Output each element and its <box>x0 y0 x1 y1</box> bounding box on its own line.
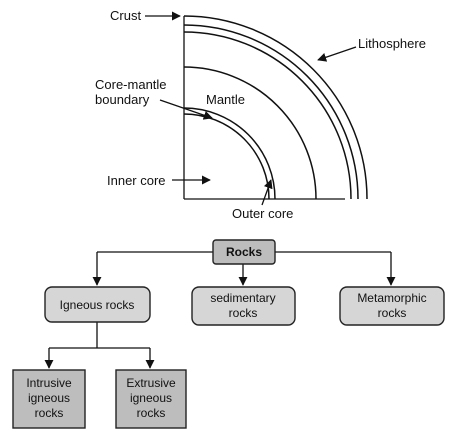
core-mantle-boundary-label-line2: boundary <box>95 92 150 107</box>
mantle-inner-arc <box>183 66 317 200</box>
intrusive-label-line1: Intrusive <box>26 376 72 390</box>
rocks-label: Rocks <box>226 245 262 259</box>
sedimentary-label-line1: sedimentary <box>210 291 275 305</box>
mantle-label: Mantle <box>206 92 245 107</box>
metamorphic-box <box>339 286 445 326</box>
earth-quadrant <box>183 15 368 200</box>
extrusive-label-line1: Extrusive <box>126 376 176 390</box>
core-mantle-boundary-arrow <box>159 99 213 120</box>
metamorphic-label-line2: rocks <box>378 306 407 320</box>
outer-core-arc <box>183 113 270 200</box>
outer-core-arrow <box>261 179 273 206</box>
rocks-box <box>212 239 276 265</box>
igneous-node: Igneous rocks <box>44 286 151 323</box>
sedimentary-label-line2: rocks <box>229 306 258 320</box>
core-mantle-boundary-arc <box>183 107 276 200</box>
inner-core-label: Inner core <box>107 173 166 188</box>
rock-tree-connectors <box>44 251 396 369</box>
lithosphere-label: Lithosphere <box>358 36 426 51</box>
metamorphic-node: Metamorphic rocks <box>339 286 445 326</box>
lithosphere-arc-inner <box>183 31 352 200</box>
igneous-box <box>44 286 151 323</box>
lithosphere-arrow <box>317 46 357 62</box>
extrusive-node: Extrusive igneous rocks <box>115 369 187 429</box>
metamorphic-label-line1: Metamorphic <box>357 291 426 305</box>
earth-labels: Crust Lithosphere Core-mantle boundary M… <box>95 8 426 221</box>
intrusive-label-line2: igneous <box>28 391 70 405</box>
rocks-node: Rocks <box>212 239 276 265</box>
igneous-label: Igneous rocks <box>60 298 135 312</box>
sedimentary-node: sedimentary rocks <box>191 286 296 326</box>
extrusive-label-line3: rocks <box>137 406 166 420</box>
sedimentary-box <box>191 286 296 326</box>
extrusive-box <box>115 369 187 429</box>
crust-label: Crust <box>110 8 141 23</box>
extrusive-label-line2: igneous <box>130 391 172 405</box>
intrusive-label-line3: rocks <box>35 406 64 420</box>
core-mantle-boundary-label-line1: Core-mantle <box>95 77 167 92</box>
intrusive-node: Intrusive igneous rocks <box>12 369 86 429</box>
lithosphere-arc-outer <box>183 24 359 200</box>
outer-core-label: Outer core <box>232 206 293 221</box>
crust-outer-arc <box>183 15 368 200</box>
intrusive-box <box>12 369 86 429</box>
